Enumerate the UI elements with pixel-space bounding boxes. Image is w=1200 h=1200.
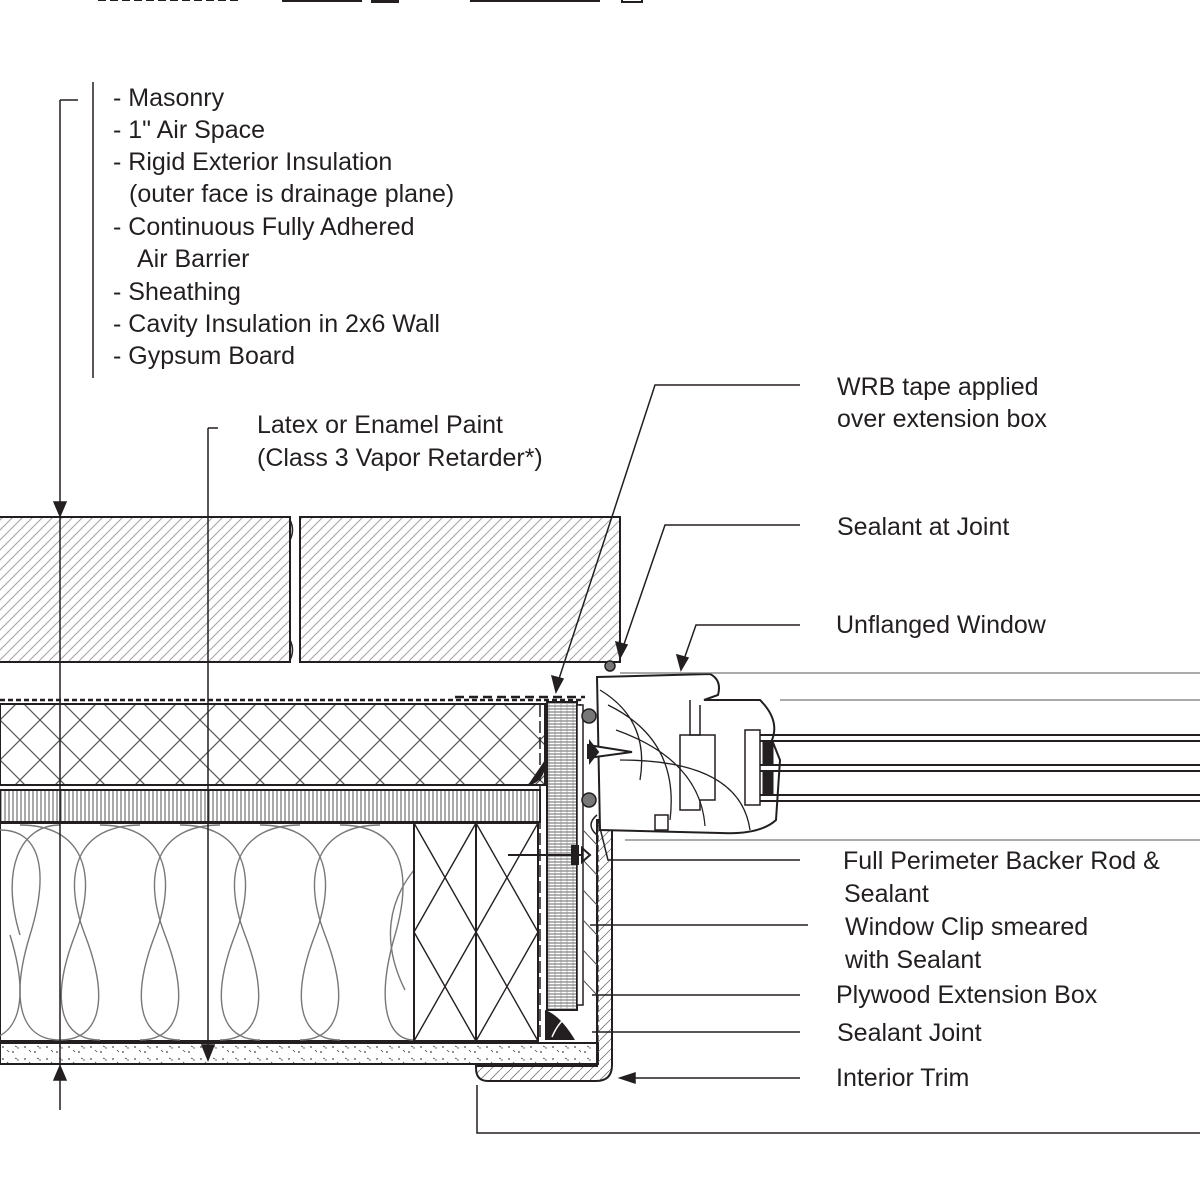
callout-leaders	[476, 384, 1200, 1134]
label-air-barrier-2: Air Barrier	[137, 245, 250, 273]
sheathing-layer	[0, 789, 541, 823]
callout-labels: WRB tape applied over extension box Seal…	[836, 373, 1160, 1092]
label-sheathing: - Sheathing	[113, 278, 241, 306]
label-air-barrier-1: - Continuous Fully Adhered	[113, 213, 415, 241]
label-drainage-plane: (outer face is drainage plane)	[129, 180, 454, 208]
label-window-clip-2: with Sealant	[844, 946, 981, 974]
plywood-extension-box	[545, 701, 584, 1040]
label-plywood-box: Plywood Extension Box	[836, 981, 1098, 1009]
label-backer-rod-1: Full Perimeter Backer Rod &	[843, 847, 1160, 875]
unflanged-window-frame	[595, 672, 782, 835]
interior-trim	[475, 819, 613, 1082]
window-clip	[508, 739, 633, 865]
gypsum-board	[0, 1042, 599, 1065]
label-masonry: - Masonry	[113, 84, 225, 112]
label-window-clip-1: Window Clip smeared	[845, 913, 1088, 941]
paint-label: Latex or Enamel Paint (Class 3 Vapor Ret…	[257, 411, 543, 472]
backer-rods	[581, 660, 616, 836]
label-cavity-insulation: - Cavity Insulation in 2x6 Wall	[113, 310, 440, 338]
wood-stud	[413, 822, 539, 1042]
label-paint-2: (Class 3 Vapor Retarder*)	[257, 444, 543, 472]
masonry-layer	[0, 516, 621, 663]
leader-arrows-left	[52, 82, 218, 1110]
label-unflanged-window: Unflanged Window	[836, 611, 1047, 639]
wall-assembly-label: - Masonry - 1" Air Space - Rigid Exterio…	[113, 84, 454, 370]
insulated-glass	[620, 672, 1200, 841]
rigid-insulation-layer	[0, 695, 585, 786]
label-interior-trim: Interior Trim	[836, 1064, 969, 1092]
label-sealant-at-joint: Sealant at Joint	[837, 513, 1009, 541]
label-gypsum: - Gypsum Board	[113, 342, 295, 370]
label-rigid-insulation: - Rigid Exterior Insulation	[113, 148, 392, 176]
top-remnants	[98, 0, 643, 3]
label-sealant-joint: Sealant Joint	[837, 1019, 982, 1047]
label-air-space: - 1" Air Space	[113, 116, 265, 144]
label-wrb-tape-1: WRB tape applied	[837, 373, 1039, 401]
label-wrb-tape-2: over extension box	[837, 405, 1047, 433]
cavity-insulation-layer	[0, 822, 415, 1042]
label-backer-rod-2: Sealant	[844, 880, 929, 908]
label-paint-1: Latex or Enamel Paint	[257, 411, 503, 439]
sealant-joint	[582, 829, 598, 996]
